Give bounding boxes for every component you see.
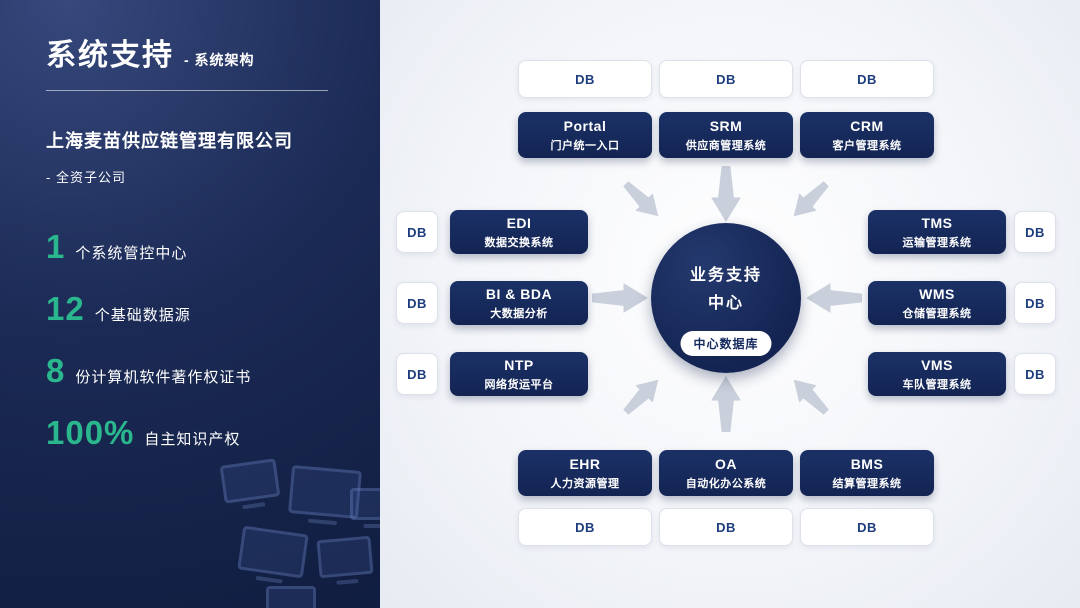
system-name: TMS <box>921 214 953 231</box>
system-desc: 大数据分析 <box>490 307 548 320</box>
arrow-down-right-icon <box>623 181 659 217</box>
system-name: SRM <box>709 117 743 134</box>
arrow-down-icon <box>711 166 741 222</box>
stat-control-center: 1 个系统管控中心 <box>46 228 380 266</box>
stat-value: 12 <box>46 290 85 327</box>
system-desc: 门户统一入口 <box>550 139 620 152</box>
hub-title-line2: 中心 <box>707 295 744 312</box>
system-node-oa: OA 自动化办公系统 <box>659 450 793 496</box>
stat-label: 个基础数据源 <box>94 307 191 324</box>
system-node-srm: SRM 供应商管理系统 <box>659 112 793 158</box>
system-node-edi: EDI 数据交换系统 <box>450 210 588 254</box>
system-desc: 客户管理系统 <box>832 139 902 152</box>
db-bi-bda: DB <box>396 282 438 324</box>
system-desc: 车队管理系统 <box>902 378 972 391</box>
system-desc: 结算管理系统 <box>832 477 902 490</box>
stat-label: 个系统管控中心 <box>75 245 188 262</box>
system-name: Portal <box>563 117 607 134</box>
monitor-watermark-icon <box>316 535 374 579</box>
system-name: NTP <box>504 356 534 373</box>
system-node-wms: WMS 仓储管理系统 <box>868 281 1006 325</box>
stat-ip: 100% 自主知识产权 <box>46 414 380 452</box>
page-title: 系统支持 <box>46 39 174 72</box>
arrow-up-icon <box>711 376 741 432</box>
stat-value: 100% <box>46 414 135 451</box>
arrow-left-icon <box>806 283 862 313</box>
page-subtitle: - 系统架构 <box>184 52 255 68</box>
stat-value: 8 <box>46 352 66 389</box>
system-node-ntp: NTP 网络货运平台 <box>450 352 588 396</box>
system-name: CRM <box>850 117 884 134</box>
system-node-bi-bda: BI & BDA 大数据分析 <box>450 281 588 325</box>
stat-value: 1 <box>46 228 66 265</box>
db-ehr: DB <box>518 508 652 546</box>
central-database-badge: 中心数据库 <box>680 331 772 356</box>
system-node-bms: BMS 结算管理系统 <box>800 450 934 496</box>
stat-data-sources: 12 个基础数据源 <box>46 290 380 328</box>
stat-label: 自主知识产权 <box>144 431 241 448</box>
arrow-down-left-icon <box>793 181 829 217</box>
architecture-diagram: DB DB DB Portal 门户统一入口 SRM 供应商管理系统 CRM 客… <box>380 0 1080 608</box>
db-srm: DB <box>659 60 793 98</box>
company-subtitle: - 全资子公司 <box>46 170 126 185</box>
monitor-watermark-icon <box>350 488 380 520</box>
stat-copyrights: 8 份计算机软件著作权证书 <box>46 352 380 390</box>
db-edi: DB <box>396 211 438 253</box>
stat-label: 份计算机软件著作权证书 <box>75 369 252 386</box>
system-desc: 运输管理系统 <box>902 236 972 249</box>
company-name: 上海麦苗供应链管理有限公司 <box>46 131 293 151</box>
db-portal: DB <box>518 60 652 98</box>
db-bms: DB <box>800 508 934 546</box>
system-node-tms: TMS 运输管理系统 <box>868 210 1006 254</box>
system-name: WMS <box>919 285 955 302</box>
system-desc: 供应商管理系统 <box>685 139 767 152</box>
system-node-ehr: EHR 人力资源管理 <box>518 450 652 496</box>
arrow-right-icon <box>592 283 648 313</box>
stats-list: 1 个系统管控中心 12 个基础数据源 8 份计算机软件著作权证书 100% 自… <box>46 228 380 452</box>
db-vms: DB <box>1014 353 1056 395</box>
system-name: EHR <box>569 455 601 472</box>
db-ntp: DB <box>396 353 438 395</box>
watermark <box>0 438 380 608</box>
system-node-vms: VMS 车队管理系统 <box>868 352 1006 396</box>
system-name: EDI <box>506 214 532 231</box>
system-name: VMS <box>921 356 953 373</box>
system-desc: 仓储管理系统 <box>902 307 972 320</box>
db-oa: DB <box>659 508 793 546</box>
db-wms: DB <box>1014 282 1056 324</box>
db-tms: DB <box>1014 211 1056 253</box>
system-desc: 网络货运平台 <box>484 378 554 391</box>
system-name: BMS <box>850 455 884 472</box>
monitor-watermark-icon <box>288 465 362 519</box>
system-name: BI & BDA <box>485 285 553 302</box>
monitor-watermark-icon <box>219 458 281 504</box>
central-hub: 业务支持 中心 中心数据库 <box>651 223 801 373</box>
system-desc: 自动化办公系统 <box>685 477 767 490</box>
sidebar: 系统支持 - 系统架构 上海麦苗供应链管理有限公司 - 全资子公司 1 个系统管… <box>0 0 380 608</box>
db-crm: DB <box>800 60 934 98</box>
arrow-up-right-icon <box>623 379 659 415</box>
system-desc: 数据交换系统 <box>484 236 554 249</box>
system-name: OA <box>715 455 737 472</box>
hub-title-line1: 业务支持 <box>689 267 762 284</box>
system-node-crm: CRM 客户管理系统 <box>800 112 934 158</box>
title-divider <box>46 90 328 91</box>
monitor-watermark-icon <box>266 586 316 608</box>
arrow-up-left-icon <box>793 379 829 415</box>
system-desc: 人力资源管理 <box>550 477 620 490</box>
title-row: 系统支持 - 系统架构 <box>0 0 380 74</box>
system-node-portal: Portal 门户统一入口 <box>518 112 652 158</box>
monitor-watermark-icon <box>237 525 309 579</box>
